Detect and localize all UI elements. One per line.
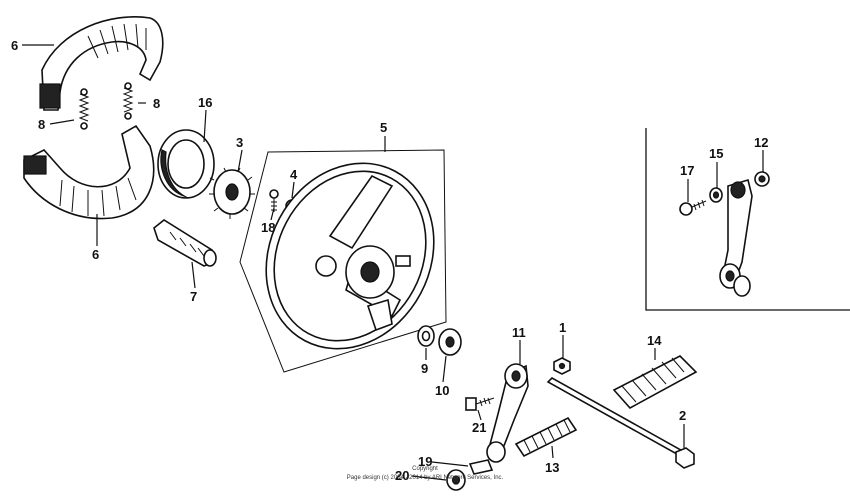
brake-cam-shaft[interactable]: [153, 219, 217, 267]
copyright-label: Copyright: [412, 466, 438, 472]
nut-1[interactable]: [553, 357, 571, 375]
callout-14[interactable]: 14: [647, 333, 662, 348]
callout-12[interactable]: 12: [754, 135, 768, 150]
inset-panel: [645, 128, 850, 311]
brake-panel[interactable]: [234, 134, 465, 379]
callout-20[interactable]: 20: [395, 468, 409, 483]
callout-13[interactable]: 13: [545, 460, 559, 475]
spring-8-left[interactable]: [78, 88, 90, 130]
callout-6[interactable]: 6: [11, 38, 18, 53]
callout-19[interactable]: 19: [418, 454, 432, 469]
brake-shoe-upper[interactable]: [39, 16, 164, 111]
callout-labels: 6 8 8 16 6 3 4 18 5 7 17 15 12 11 1 14 9…: [11, 38, 768, 483]
washer-9[interactable]: [417, 325, 435, 347]
callout-7[interactable]: 7: [190, 289, 197, 304]
brake-rod[interactable]: [546, 377, 695, 469]
callout-15[interactable]: 15: [709, 146, 723, 161]
cam-gear[interactable]: [209, 167, 255, 219]
brake-spring-13[interactable]: [514, 416, 578, 458]
brake-rod-boot[interactable]: [612, 355, 698, 410]
pin-19[interactable]: [468, 459, 494, 475]
callout-18[interactable]: 18: [261, 220, 275, 235]
inset-bolt-17[interactable]: [679, 199, 707, 216]
leader-lines: [22, 44, 764, 481]
footer-text: Page design (c) 2004 - 2014 by ARI Netwo…: [346, 475, 504, 481]
joint-20[interactable]: [446, 469, 466, 491]
callout-3[interactable]: 3: [236, 135, 243, 150]
callout-9[interactable]: 9: [421, 361, 428, 376]
spring-8-right[interactable]: [122, 82, 134, 120]
bolt-21[interactable]: [465, 397, 495, 411]
brake-shoe-lower[interactable]: [23, 124, 155, 220]
callout-8[interactable]: 8: [153, 96, 160, 111]
callout-16[interactable]: 16: [198, 95, 212, 110]
callout-21[interactable]: 21: [472, 420, 486, 435]
seal[interactable]: [157, 129, 215, 199]
callout-1[interactable]: 1: [559, 320, 566, 335]
inset-washer-15[interactable]: [709, 187, 723, 203]
callout-2[interactable]: 2: [679, 408, 686, 423]
callout-4[interactable]: 4: [290, 167, 298, 182]
washer-10[interactable]: [438, 328, 462, 356]
callout-5[interactable]: 5: [380, 120, 387, 135]
callout-8[interactable]: 8: [38, 117, 45, 132]
callout-11[interactable]: 11: [512, 325, 526, 340]
inset-lever[interactable]: [719, 178, 753, 297]
callout-10[interactable]: 10: [435, 383, 449, 398]
screw-18[interactable]: [269, 189, 279, 212]
callout-6[interactable]: 6: [92, 247, 99, 262]
inset-nut-12[interactable]: [754, 171, 770, 187]
brake-arm[interactable]: [486, 363, 529, 463]
callout-17[interactable]: 17: [680, 163, 694, 178]
